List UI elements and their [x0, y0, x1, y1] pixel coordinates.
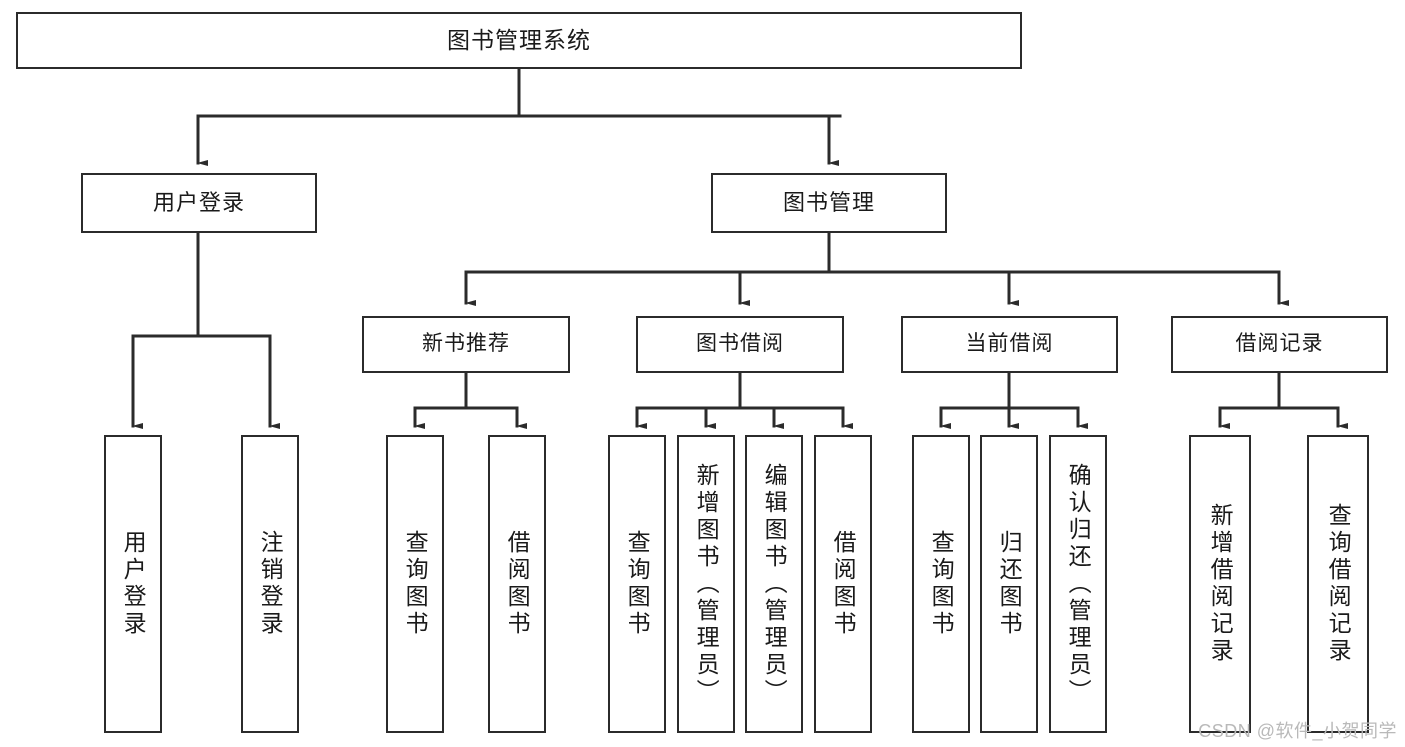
node-label: 图书管理系统 — [447, 27, 591, 54]
leaf-confirm-return-admin[interactable]: 确认归还（管理员） — [1049, 435, 1107, 733]
leaf-query-book-newbook[interactable]: 查询图书 — [386, 435, 444, 733]
node-label: 借阅记录 — [1235, 332, 1324, 356]
node-borrow-record[interactable]: 借阅记录 — [1171, 316, 1388, 373]
leaf-borrow-book-newbook[interactable]: 借阅图书 — [488, 435, 546, 733]
leaf-query-book-current[interactable]: 查询图书 — [912, 435, 970, 733]
leaf-borrow-book[interactable]: 借阅图书 — [814, 435, 872, 733]
node-label: 用户登录 — [152, 190, 245, 216]
leaf-edit-book-admin[interactable]: 编辑图书（管理员） — [745, 435, 803, 733]
leaf-query-book-borrow[interactable]: 查询图书 — [608, 435, 666, 733]
leaf-label: 借阅图书 — [504, 530, 531, 638]
leaf-add-book-admin[interactable]: 新增图书（管理员） — [677, 435, 735, 733]
leaf-label: 查询借阅记录 — [1325, 503, 1352, 665]
node-label: 图书管理 — [782, 190, 875, 216]
watermark-text: CSDN @软件_小贺同学 — [1198, 721, 1397, 741]
leaf-label: 借阅图书 — [830, 530, 857, 638]
leaf-label: 新增借阅记录 — [1207, 503, 1234, 665]
leaf-label: 查询图书 — [624, 530, 651, 638]
leaf-label: 用户登录 — [120, 530, 147, 638]
leaf-label: 查询图书 — [928, 530, 955, 638]
node-current-borrow[interactable]: 当前借阅 — [901, 316, 1118, 373]
node-root-library-system[interactable]: 图书管理系统 — [16, 12, 1022, 69]
node-user-login[interactable]: 用户登录 — [81, 173, 317, 233]
leaf-query-borrow-record[interactable]: 查询借阅记录 — [1307, 435, 1369, 733]
leaf-label: 新增图书（管理员） — [693, 462, 720, 706]
node-book-management[interactable]: 图书管理 — [711, 173, 947, 233]
leaf-add-borrow-record[interactable]: 新增借阅记录 — [1189, 435, 1251, 733]
leaf-return-book[interactable]: 归还图书 — [980, 435, 1038, 733]
leaf-label: 查询图书 — [402, 530, 429, 638]
node-label: 当前借阅 — [965, 332, 1054, 356]
node-new-book-recommend[interactable]: 新书推荐 — [362, 316, 570, 373]
leaf-user-login[interactable]: 用户登录 — [104, 435, 162, 733]
node-label: 新书推荐 — [422, 332, 510, 356]
leaf-label: 确认归还（管理员） — [1065, 462, 1092, 706]
node-book-borrow[interactable]: 图书借阅 — [636, 316, 844, 373]
leaf-label: 归还图书 — [996, 530, 1023, 638]
node-label: 图书借阅 — [696, 332, 784, 356]
leaf-label: 注销登录 — [257, 530, 284, 638]
leaf-logout[interactable]: 注销登录 — [241, 435, 299, 733]
leaf-label: 编辑图书（管理员） — [761, 462, 788, 706]
